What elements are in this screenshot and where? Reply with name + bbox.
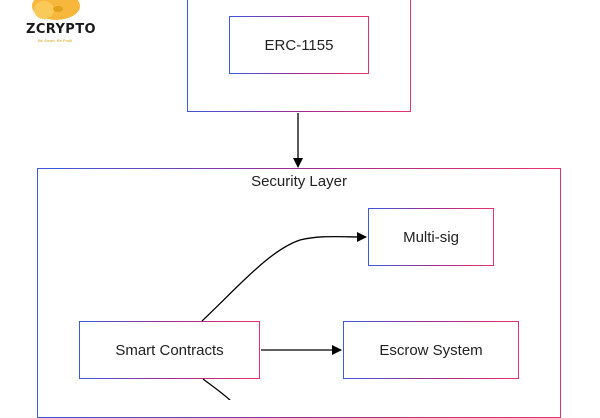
logo-tagline: Be Smart, Be Profit	[38, 38, 73, 43]
zcrypto-logo: ZCRYPTO Be Smart, Be Profit	[0, 0, 120, 50]
logo-wordmark: ZCRYPTO	[26, 22, 96, 37]
multisig-label: Multi-sig	[403, 228, 459, 246]
edge-smart-contracts-downward	[202, 378, 231, 400]
diagram-edges	[201, 113, 367, 400]
coin-icon	[32, 0, 80, 20]
edge-smart-contracts-to-multisig	[201, 231, 367, 322]
multisig-node[interactable]: Multi-sig	[368, 208, 494, 266]
smart-contracts-node[interactable]: Smart Contracts	[79, 321, 260, 379]
escrow-system-node[interactable]: Escrow System	[343, 321, 519, 379]
erc1155-node[interactable]: ERC-1155	[229, 16, 369, 74]
escrow-system-label: Escrow System	[379, 341, 483, 359]
security-layer-label: Security Layer	[251, 173, 347, 190]
erc1155-label: ERC-1155	[264, 36, 334, 54]
smart-contracts-label: Smart Contracts	[115, 341, 224, 359]
